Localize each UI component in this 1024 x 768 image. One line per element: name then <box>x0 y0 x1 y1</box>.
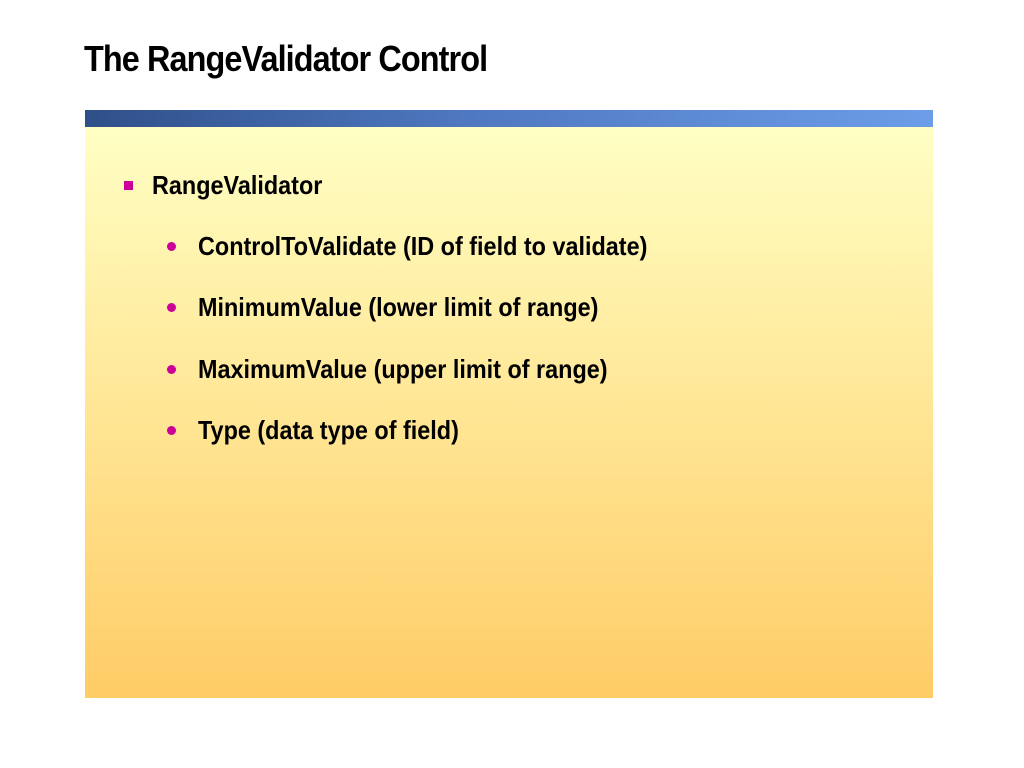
sub-bullet-type: Type (data type of field) <box>167 415 488 446</box>
square-bullet-icon <box>124 181 133 190</box>
dot-bullet-icon <box>167 303 176 312</box>
bullet-rangevalidator: RangeValidator <box>124 170 341 201</box>
slide-title: The RangeValidator Control <box>84 38 488 79</box>
content-panel <box>85 127 933 698</box>
sub-bullet-minimum-value: MinimumValue (lower limit of range) <box>167 292 643 323</box>
sub-bullet-text: MinimumValue (lower limit of range) <box>198 292 599 322</box>
sub-bullet-text: MaximumValue (upper limit of range) <box>198 354 608 384</box>
bullet-text: RangeValidator <box>152 170 323 200</box>
title-accent-bar <box>85 110 933 127</box>
sub-bullet-control-to-validate: ControlToValidate (ID of field to valida… <box>167 231 697 262</box>
sub-bullet-text: ControlToValidate (ID of field to valida… <box>198 231 648 261</box>
dot-bullet-icon <box>167 242 176 251</box>
sub-bullet-text: Type (data type of field) <box>198 415 459 445</box>
sub-bullet-maximum-value: MaximumValue (upper limit of range) <box>167 354 653 385</box>
dot-bullet-icon <box>167 426 176 435</box>
dot-bullet-icon <box>167 365 176 374</box>
